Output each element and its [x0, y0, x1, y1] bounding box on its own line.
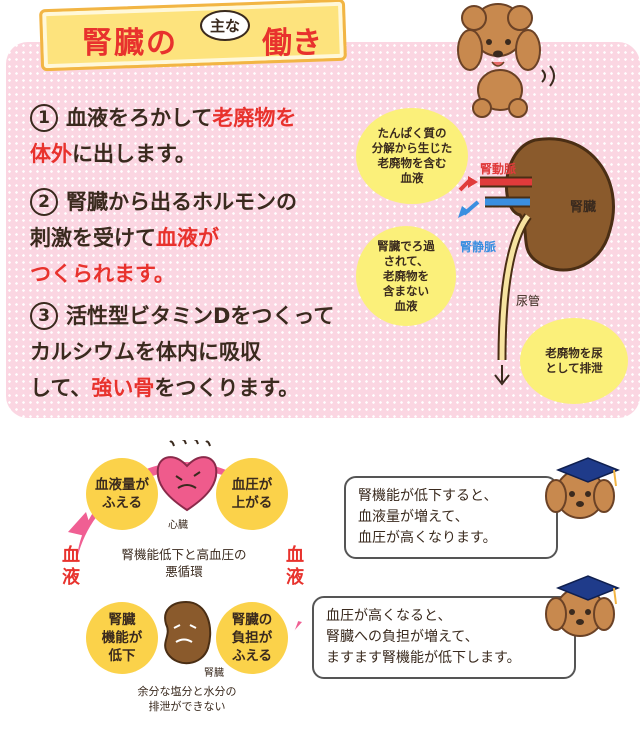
- artery-label: 腎動脈: [480, 162, 517, 176]
- number-badge: 1: [30, 104, 58, 132]
- function-text: 刺激を受けて: [30, 226, 156, 250]
- sad-kidney-icon: [164, 600, 212, 664]
- speech-bubble-1: 腎機能が低下すると、 血液量が増えて、 血圧が高くなります。: [344, 476, 558, 559]
- filtered-blood-bubble: 腎臓でろ過 されて、 老廃物を 含まない 血液: [356, 226, 456, 326]
- professor-dog-icon: [545, 457, 621, 519]
- node-blood-pressure: 血圧が 上がる: [216, 458, 288, 530]
- function-text: をつくります。: [154, 376, 300, 400]
- kidney-label: 腎臓: [570, 200, 597, 215]
- function-text: カルシウムを体内に吸収: [30, 340, 261, 364]
- function-2: 2 腎臓から出るホルモンの 刺激を受けて血液が つくられます。: [30, 184, 360, 292]
- title-small: 主な: [200, 10, 251, 41]
- number-badge: 2: [30, 188, 58, 216]
- ureter-label: 尿管: [516, 294, 541, 308]
- function-highlight: 体外: [30, 142, 72, 166]
- title-main: 腎臓の: [82, 26, 178, 61]
- function-text: して、: [30, 376, 92, 400]
- function-highlight: 老廃物を: [212, 106, 297, 130]
- node-kidney-function: 腎臓 機能が 低下: [86, 602, 158, 674]
- blood-right-label: 血 液: [286, 545, 304, 588]
- dog-icon: [457, 3, 555, 118]
- function-3: 3 活性型ビタミンDをつくって カルシウムを体内に吸収 して、強い骨をつくります。: [30, 298, 360, 406]
- professor-dog-icon: [545, 575, 621, 637]
- node-blood-volume: 血液量が ふえる: [86, 458, 158, 530]
- function-text: 腎臓から出るホルモンの: [66, 190, 297, 214]
- function-highlight: 血液が: [156, 226, 219, 250]
- cycle-center-text: 腎機能低下と高血圧の 悪循環: [121, 547, 247, 579]
- blood-left-label: 血 液: [62, 545, 80, 588]
- title-end: 働き: [262, 26, 322, 61]
- number-badge: 3: [30, 302, 58, 330]
- vein-label: 腎静脈: [460, 240, 497, 254]
- input-blood-bubble: たんぱく質の 分解から生じた 老廃物を含む 血液: [356, 108, 468, 204]
- node-kidney-burden: 腎臓の 負担が ふえる: [216, 602, 288, 674]
- function-1: 1 血液をろかして老廃物を 体外に出します。: [30, 100, 360, 172]
- function-text: 活性型ビタミンDをつくって: [66, 304, 335, 328]
- urine-bubble: 老廃物を尿 として排泄: [520, 318, 628, 404]
- kidney-caption: 余分な塩分と水分の 排泄ができない: [137, 685, 237, 713]
- speech-bubble-2: 血圧が高くなると、 腎臓への負担が増えて、 ますます腎機能が低下します。: [312, 596, 576, 679]
- heart-icon: [156, 440, 218, 512]
- kidney-diagram: [458, 137, 615, 386]
- function-text: に出します。: [72, 142, 196, 166]
- heart-label: 心臓: [168, 520, 188, 531]
- sad-kidney-label: 腎臓: [204, 668, 224, 679]
- function-highlight: 強い骨: [91, 376, 155, 400]
- function-text: 血液をろかして: [66, 106, 213, 130]
- function-highlight: つくられます。: [30, 262, 175, 286]
